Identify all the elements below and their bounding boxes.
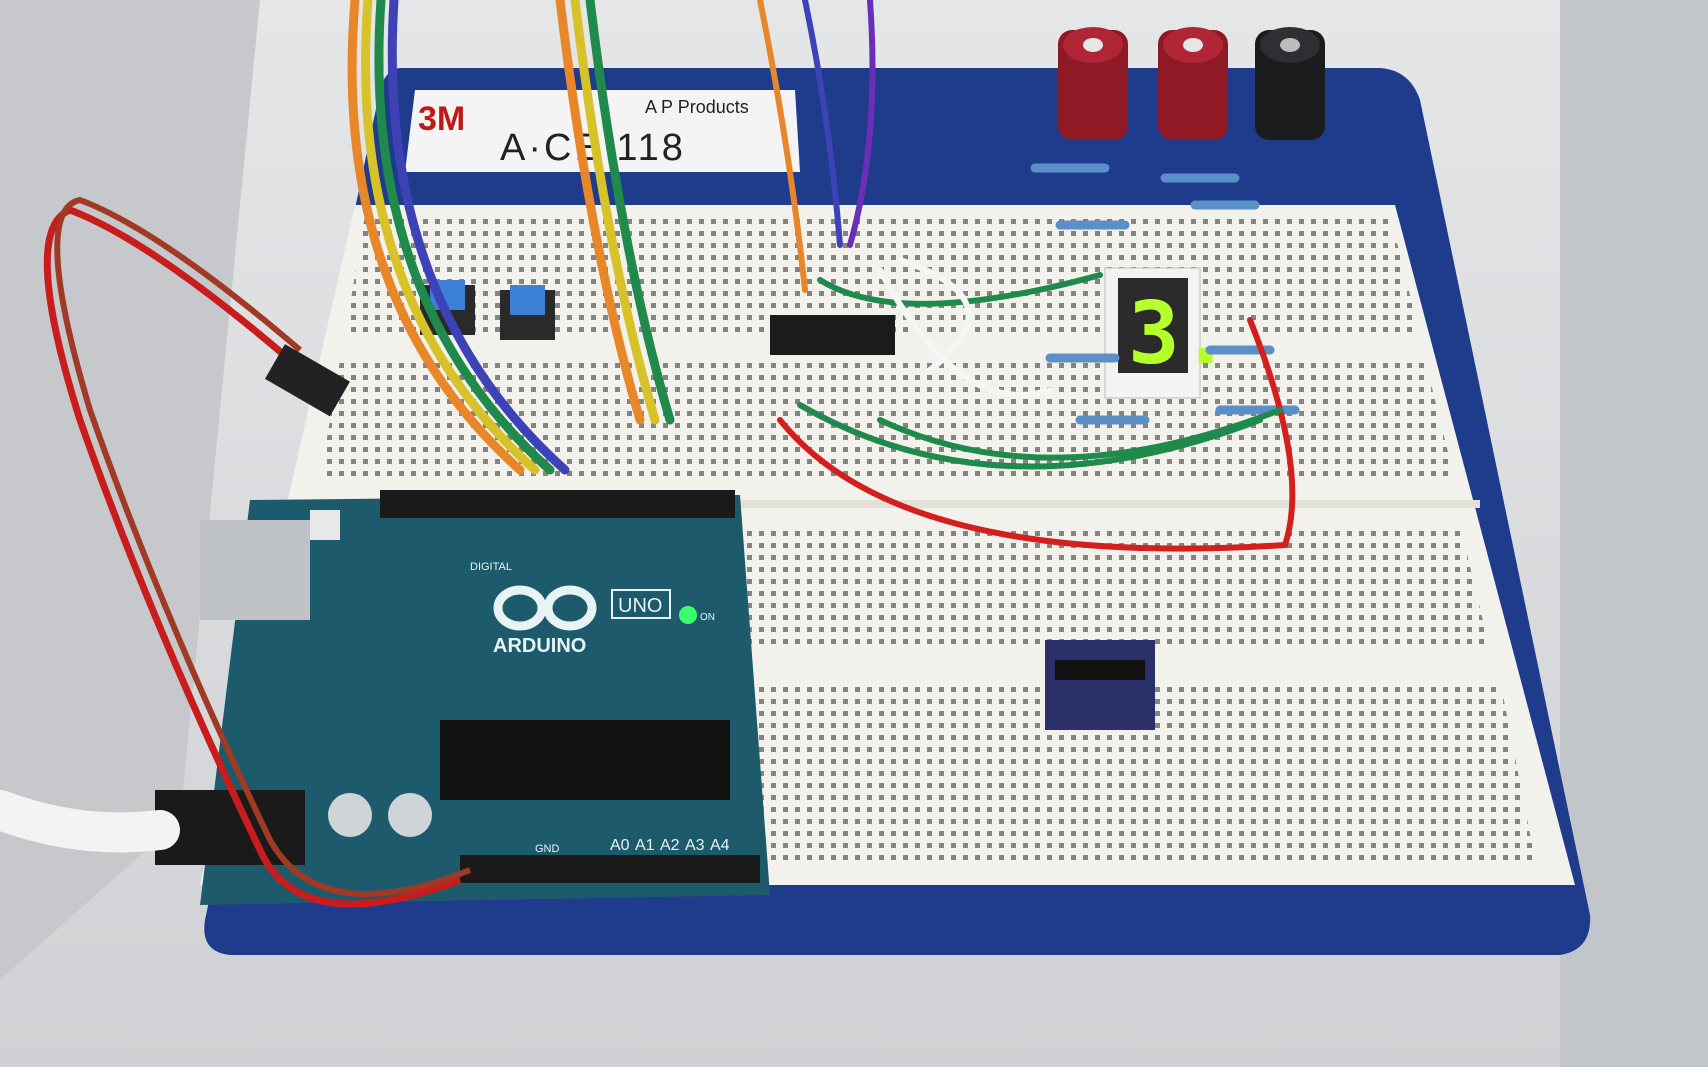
digital-label: DIGITAL	[470, 561, 512, 573]
uno-label: UNO	[618, 595, 662, 617]
analog-pin-labels: A0 A1 A2 A3 A4	[610, 837, 730, 854]
level-shifter-module	[1045, 640, 1155, 730]
shift-register-chip	[770, 315, 895, 355]
analog-pin-label: A3	[685, 837, 705, 854]
wire-purple	[847, 0, 876, 248]
dupont-connector	[264, 344, 350, 417]
wire-white-1	[877, 267, 1053, 398]
analog-pin-label: A0	[610, 837, 630, 854]
usb-port[interactable]	[200, 520, 310, 620]
wire-green-2	[817, 272, 1103, 307]
atmega-chip	[440, 720, 730, 800]
product-line: A P Products	[645, 97, 749, 117]
gnd-label: GND	[535, 843, 560, 855]
uno-badge	[611, 589, 671, 619]
right-shadow	[1560, 0, 1708, 1067]
wire-red	[777, 317, 1296, 552]
analog-pin-label: A1	[635, 837, 655, 854]
red-loop-wire-2	[54, 196, 472, 897]
power-cable	[0, 790, 180, 853]
push-button-2[interactable]	[500, 285, 555, 340]
resistors	[1030, 163, 1300, 425]
red-loop-wire-1	[43, 206, 462, 908]
ribbon-cable	[347, 0, 675, 475]
jumper-wires	[757, 0, 1296, 552]
binding-post-red-1[interactable]	[1058, 27, 1128, 140]
segment-digit: 3.	[1128, 284, 1232, 384]
wire-green-3	[877, 407, 1283, 461]
wire-orange	[757, 0, 808, 293]
on-label: ON	[700, 612, 715, 623]
brand-plate	[405, 90, 800, 172]
arduino-header-digital[interactable]	[380, 490, 735, 518]
holes-middle-block	[700, 525, 1490, 650]
arduino-logo	[493, 585, 597, 631]
power-led	[679, 606, 697, 624]
wire-green-1	[797, 402, 1263, 470]
wire-white-2	[897, 257, 972, 373]
capacitor-2	[388, 793, 432, 837]
brand-logo: 3M	[418, 100, 465, 138]
binding-post-black[interactable]	[1255, 27, 1325, 140]
holes-lower-block	[700, 680, 1535, 860]
left-shadow	[0, 0, 260, 980]
analog-pin-label: A2	[660, 837, 680, 854]
capacitor-1	[328, 793, 372, 837]
wire-blue	[802, 0, 843, 248]
binding-post-red-2[interactable]	[1158, 27, 1228, 140]
arduino-header-analog[interactable]	[460, 855, 760, 883]
seven-segment-display: 3.	[1104, 267, 1232, 399]
arduino-label: ARDUINO	[493, 635, 586, 657]
analog-pin-label: A4	[710, 837, 730, 854]
reset-button[interactable]	[310, 510, 340, 540]
